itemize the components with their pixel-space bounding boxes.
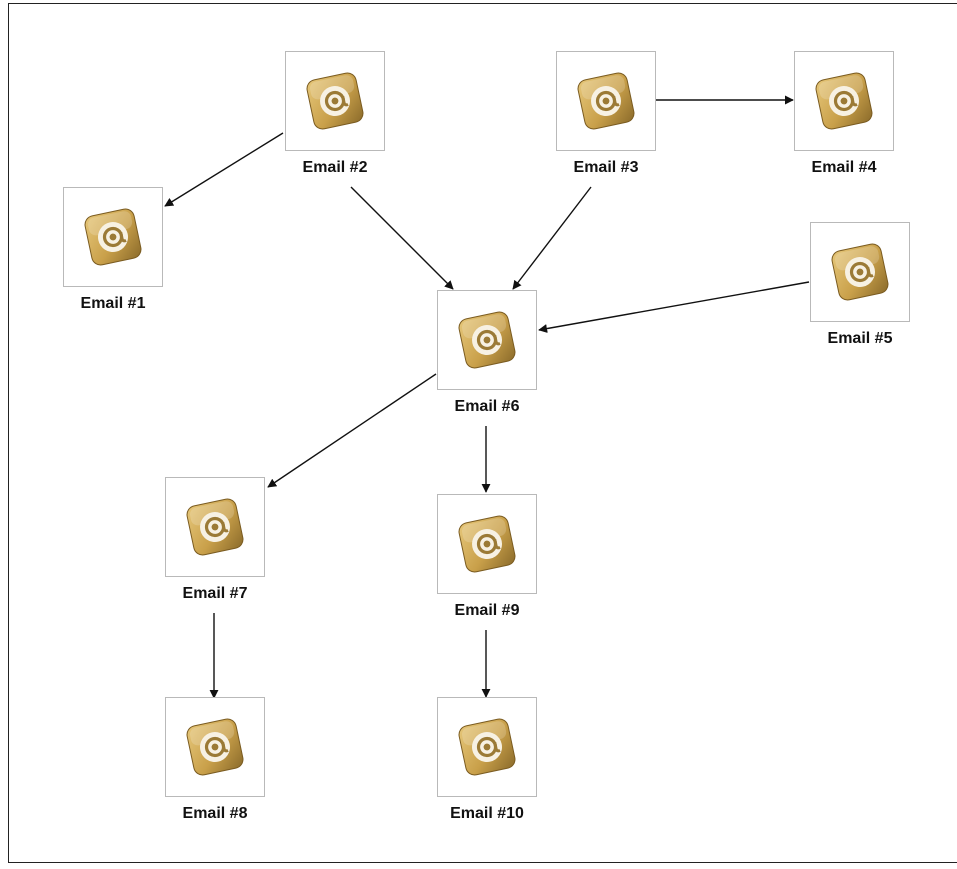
node-label-n8: Email #8 (182, 805, 248, 822)
node-label-n9: Email #9 (454, 602, 520, 619)
edge-n2-n6 (350, 186, 454, 290)
node-n9[interactable] (437, 494, 537, 594)
node-label-n4: Email #4 (811, 159, 877, 176)
node-n7[interactable] (165, 477, 265, 577)
node-n6[interactable] (437, 290, 537, 390)
email-at-icon (186, 718, 244, 776)
email-at-icon (458, 515, 516, 573)
node-label-n2: Email #2 (302, 159, 368, 176)
node-n10[interactable] (437, 697, 537, 797)
email-at-icon (577, 72, 635, 130)
email-at-icon (186, 498, 244, 556)
node-n8[interactable] (165, 697, 265, 797)
diagram-canvas (8, 3, 957, 863)
email-at-icon (831, 243, 889, 301)
node-n2[interactable] (285, 51, 385, 151)
node-n5[interactable] (810, 222, 910, 322)
node-label-n1: Email #1 (80, 295, 146, 312)
edge-n5-n6 (538, 281, 810, 334)
edge-n2-n1 (164, 132, 284, 207)
email-at-icon (306, 72, 364, 130)
node-label-n3: Email #3 (573, 159, 639, 176)
node-label-n10: Email #10 (450, 805, 524, 822)
node-label-n7: Email #7 (182, 585, 248, 602)
node-n1[interactable] (63, 187, 163, 287)
email-at-icon (84, 208, 142, 266)
node-label-n5: Email #5 (827, 330, 893, 347)
edge-n3-n6 (512, 186, 592, 290)
node-n3[interactable] (556, 51, 656, 151)
node-n4[interactable] (794, 51, 894, 151)
email-at-icon (458, 718, 516, 776)
edge-n6-n7 (267, 373, 437, 488)
email-at-icon (815, 72, 873, 130)
email-at-icon (458, 311, 516, 369)
node-label-n6: Email #6 (454, 398, 520, 415)
